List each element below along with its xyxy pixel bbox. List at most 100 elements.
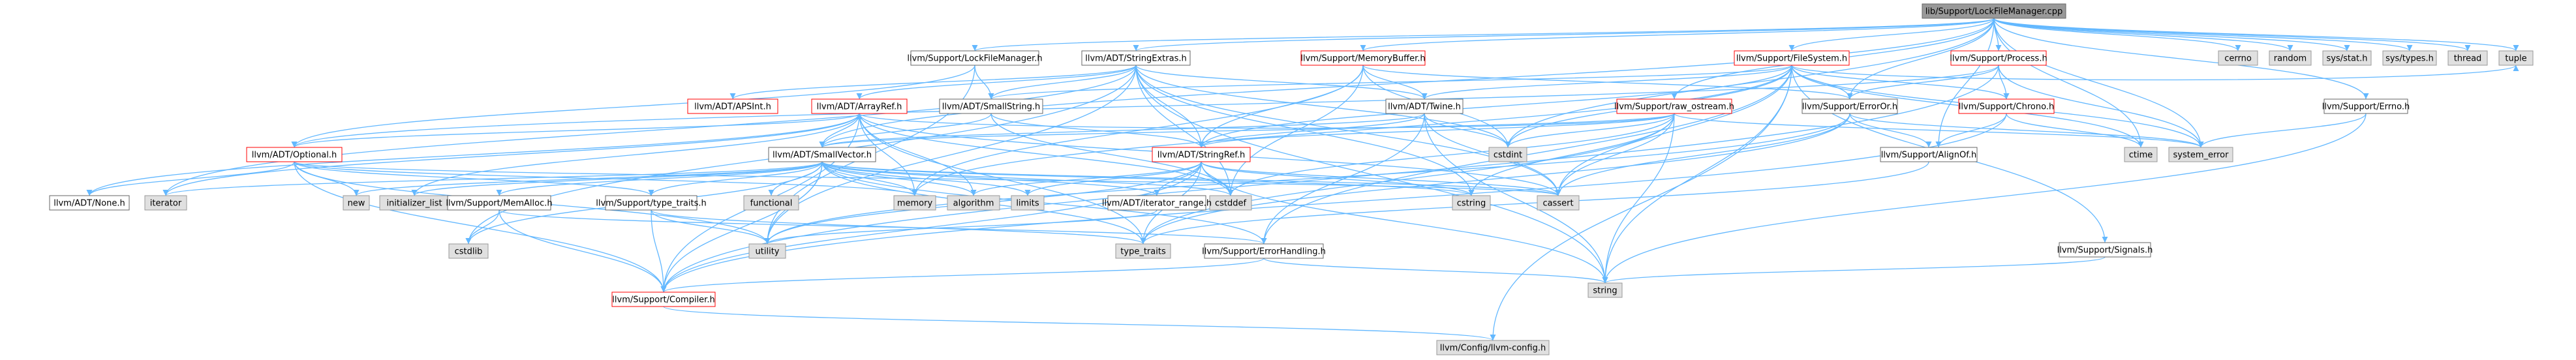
node-label: llvm/Support/Chrono.h [1959, 102, 2054, 112]
node-label: llvm/Config/llvm-config.h [1440, 344, 1546, 353]
edge-root-to-memorybuffer_h [1360, 18, 1995, 52]
edge-optional_h-to-none_h [86, 161, 295, 196]
node-memorybuffer-h[interactable]: llvm/Support/MemoryBuffer.h [1300, 50, 1426, 66]
node-iterator-range-h[interactable]: llvm/ADT/iterator_range.h [1102, 195, 1212, 211]
node-cassert[interactable]: cassert [1537, 195, 1580, 211]
node-box [1950, 50, 2047, 66]
node-label: cstring [1457, 199, 1486, 209]
node-optional-h[interactable]: llvm/ADT/Optional.h [246, 147, 343, 162]
node-label: llvm/ADT/StringExtras.h [1085, 54, 1186, 64]
node-label: llvm/Support/AlignOf.h [1881, 151, 1977, 160]
node-limits[interactable]: limits [1011, 195, 1045, 211]
edge-filesystem_h-to-stringref_h [1198, 65, 1792, 148]
edge-smallvector_h-to-functional [768, 161, 823, 196]
node-raw-ostream-h[interactable]: llvm/Support/raw_ostream.h [1614, 98, 1734, 114]
node-llvm-config-h[interactable]: llvm/Config/llvm-config.h [1436, 340, 1550, 355]
node-box [611, 292, 716, 307]
edge-root-to-lockfilemanager_h [972, 18, 1995, 52]
node-arrayref-h[interactable]: llvm/ADT/ArrayRef.h [811, 98, 908, 114]
edge-smallvector_h-to-iterator_range_h [821, 161, 1160, 196]
edge-errorhandling_h-to-compiler_h [660, 258, 1265, 293]
node-box [605, 195, 698, 211]
edge-erroror_h-to-utility [764, 113, 1850, 245]
node-box [49, 195, 130, 211]
node-memalloc-h[interactable]: llvm/Support/MemAlloc.h [446, 195, 553, 211]
node-sys-stat-h[interactable]: sys/stat.h [2322, 50, 2372, 66]
node-initializer-list[interactable]: initializer_list [379, 195, 450, 211]
node-string[interactable]: string [1587, 282, 1623, 298]
node-cstdlib[interactable]: cstdlib [448, 243, 489, 259]
node-type-traits-h[interactable]: llvm/Support/type_traits.h [596, 195, 707, 211]
node-chrono-h[interactable]: llvm/Support/Chrono.h [1958, 98, 2055, 114]
node-smallstring-h[interactable]: llvm/ADT/SmallString.h [939, 98, 1043, 114]
node-cerrno[interactable]: cerrno [2218, 50, 2258, 66]
node-box [1488, 147, 1527, 162]
node-stringextras-h[interactable]: llvm/ADT/StringExtras.h [1081, 50, 1191, 66]
node-tuple[interactable]: tuple [2498, 50, 2534, 66]
edge-optional_h-to-compiler_h [294, 161, 667, 293]
node-label: llvm/Support/type_traits.h [596, 199, 707, 209]
node-functional[interactable]: functional [743, 195, 799, 211]
edge-process_h-to-system_error [1998, 65, 2204, 148]
edge-alignof_h-to-type_traits [1140, 161, 1929, 245]
node-box [1880, 147, 1978, 162]
edge-smallvector_h-to-iterator [162, 161, 823, 196]
node-signals-h[interactable]: llvm/Support/Signals.h [2057, 242, 2153, 258]
node-process-h[interactable]: llvm/Support/Process.h [1950, 50, 2047, 66]
node-random[interactable]: random [2269, 50, 2312, 66]
node-ctime[interactable]: ctime [2124, 147, 2158, 162]
node-filesystem-h[interactable]: llvm/Support/FileSystem.h [1734, 50, 1850, 66]
node-label: llvm/Support/Process.h [1950, 54, 2047, 64]
edge-stringextras_h-to-arrayref_h [856, 65, 1137, 100]
node-label: llvm/ADT/APSInt.h [694, 102, 771, 112]
node-label: llvm/ADT/StringRef.h [1158, 151, 1245, 160]
node-utility[interactable]: utility [748, 243, 786, 259]
edge-twine_h-to-string [1424, 113, 1608, 284]
node-new[interactable]: new [343, 195, 370, 211]
node-label: llvm/Support/ErrorOr.h [1802, 102, 1897, 112]
node-box [2498, 50, 2534, 66]
node-type-traits[interactable]: type_traits [1115, 243, 1171, 259]
node-cstring[interactable]: cstring [1452, 195, 1491, 211]
node-system-error[interactable]: system_error [2168, 147, 2233, 162]
edge-process_h-to-erroror_h [1847, 65, 1999, 100]
node-erroror-h[interactable]: llvm/Support/ErrorOr.h [1802, 98, 1898, 114]
node-memory[interactable]: memory [893, 195, 936, 211]
node-errno-h[interactable]: llvm/Support/Errno.h [2322, 98, 2410, 114]
node-stringref-h[interactable]: llvm/ADT/StringRef.h [1152, 147, 1251, 162]
node-cstdint[interactable]: cstdint [1488, 147, 1527, 162]
edge-arrayref_h-to-none_h [86, 113, 860, 196]
node-apsint-h[interactable]: llvm/ADT/APSInt.h [687, 98, 778, 114]
node-box [2323, 98, 2408, 114]
edge-raw_ostream_h-to-smallvector_h [819, 113, 1675, 148]
node-errorhandling-h[interactable]: llvm/Support/ErrorHandling.h [1202, 243, 1326, 259]
node-box [1958, 98, 2055, 114]
node-box [2218, 50, 2258, 66]
node-alignof-h[interactable]: llvm/Support/AlignOf.h [1880, 147, 1978, 162]
node-none-h[interactable]: llvm/ADT/None.h [49, 195, 130, 211]
edge-errorhandling_h-to-string [1263, 258, 1608, 284]
edge-raw_ostream_h-to-stringref_h [1198, 113, 1675, 148]
edge-filesystem_h-to-llvm_config_h [1490, 65, 1792, 341]
node-label: algorithm [953, 199, 994, 209]
edge-raw_ostream_h-to-arrayref_h [856, 113, 1675, 129]
edge-raw_ostream_h-to-system_error [1674, 113, 2204, 148]
node-box [1107, 195, 1206, 211]
node-cstddef[interactable]: cstddef [1209, 195, 1252, 211]
node-label: type_traits [1120, 247, 1166, 257]
node-sys-types-h[interactable]: sys/types.h [2382, 50, 2437, 66]
node-lockfilemanager-h[interactable]: llvm/Support/LockFileManager.h [907, 50, 1043, 66]
edge-root-to-cerrno [1993, 18, 2241, 52]
edges-layer [86, 18, 2519, 341]
node-compiler-h[interactable]: llvm/Support/Compiler.h [611, 292, 716, 307]
node-label: cstddef [1215, 199, 1247, 209]
node-thread[interactable]: thread [2447, 50, 2488, 66]
node-iterator[interactable]: iterator [144, 195, 187, 211]
edge-stringref_h-to-algorithm [970, 161, 1202, 196]
node-twine-h[interactable]: llvm/ADT/Twine.h [1385, 98, 1464, 114]
node-label: utility [756, 247, 780, 257]
node-smallvector-h[interactable]: llvm/ADT/SmallVector.h [768, 147, 876, 162]
node-algorithm[interactable]: algorithm [947, 195, 1000, 211]
node-label: thread [2454, 54, 2482, 64]
node-box [947, 195, 1000, 211]
